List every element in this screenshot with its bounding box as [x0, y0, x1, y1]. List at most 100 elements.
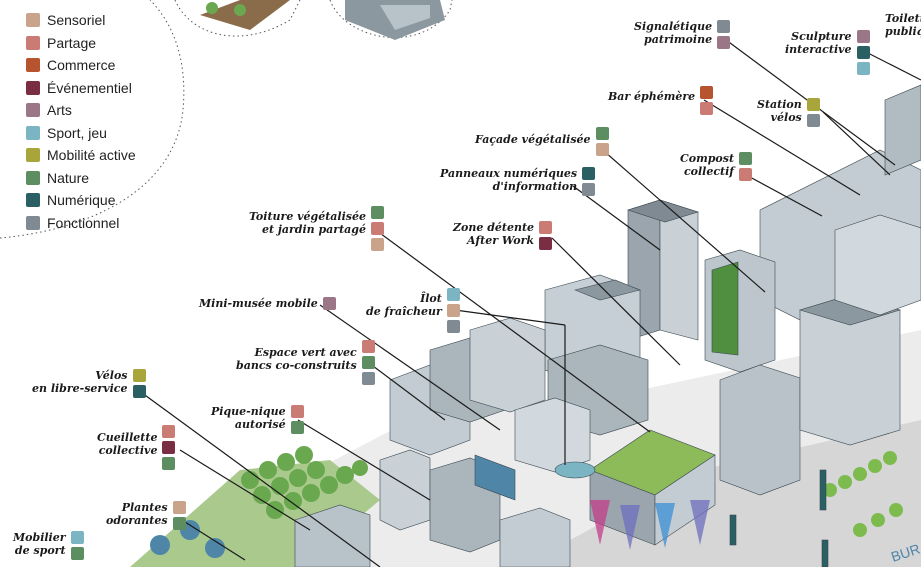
callout-swatch — [717, 20, 731, 33]
callout-swatch — [717, 36, 731, 49]
callout-label: Îlot — [420, 292, 442, 305]
callout-swatch — [361, 372, 375, 385]
callout-swatch — [370, 222, 384, 235]
callout-swatches — [582, 167, 596, 199]
callout-label: et jardin partagé — [261, 223, 366, 236]
callout-label: publiqu — [885, 25, 921, 38]
callout-swatch — [172, 501, 186, 514]
callout-label: interactive — [785, 43, 852, 56]
callout-label: odorantes — [106, 514, 168, 527]
callout-label: Cueillette — [97, 431, 158, 444]
legend-swatch — [26, 215, 40, 230]
trees-street-right — [823, 451, 903, 537]
legend-label: Événementiel — [47, 79, 132, 96]
callout-swatch — [856, 62, 870, 75]
legend-item: Nature — [26, 167, 136, 190]
callout-swatch — [539, 237, 553, 250]
callout-swatches — [172, 501, 186, 533]
callout-swatches — [322, 297, 336, 313]
legend-swatch — [26, 80, 40, 95]
callout-swatch — [162, 457, 176, 470]
leader-lines — [137, 36, 921, 567]
callout-label: autorisé — [234, 418, 286, 431]
callout-swatches — [132, 369, 146, 401]
callout-swatch — [595, 143, 609, 156]
legend-swatch — [26, 103, 40, 118]
callout-label: de fraîcheur — [366, 305, 442, 318]
callout-swatches — [717, 20, 731, 52]
vignette-bench — [200, 0, 290, 30]
legend-swatch — [26, 148, 40, 163]
callout-swatch — [806, 114, 820, 127]
vignette-circle-left — [174, 0, 301, 37]
callout-label: Toiture végétalisée — [249, 210, 366, 223]
callout-swatch — [856, 46, 870, 59]
legend-item: Partage — [26, 32, 136, 55]
callout-swatch — [806, 98, 820, 111]
callout-swatches — [595, 127, 609, 159]
legend-item: Numérique — [26, 189, 136, 212]
callout-swatch — [162, 441, 176, 454]
callout-label: vélos — [770, 111, 802, 124]
callout-swatch — [700, 86, 714, 99]
callout-label: bancs co-construits — [236, 359, 357, 372]
callout-label: Espace vert avec — [254, 346, 357, 359]
callout-label: Bar éphémère — [608, 90, 696, 103]
callout-swatch — [539, 221, 553, 234]
legend-label: Nature — [47, 169, 90, 186]
callout-swatch — [582, 183, 596, 196]
callout-swatch — [370, 206, 384, 219]
callout-label: Toilett — [885, 12, 921, 25]
callout-facade: Façade végétalisée — [475, 127, 609, 159]
legend-swatch — [26, 193, 40, 208]
callout-swatch — [70, 547, 84, 560]
legend-item: Mobilité active — [26, 144, 136, 167]
callout-swatches — [539, 221, 553, 253]
callout-swatches — [162, 425, 176, 473]
callout-label: en libre-service — [32, 382, 128, 395]
callout-swatches — [739, 152, 753, 184]
legend-circle — [0, 0, 185, 239]
light-beams — [590, 500, 710, 550]
callout-label: patrimoine — [644, 33, 713, 46]
callout-swatch — [446, 304, 460, 317]
callout-swatch — [361, 340, 375, 353]
legend-item: Sport, jeu — [26, 122, 136, 145]
callout-label: Façade végétalisée — [475, 133, 591, 146]
callout-swatch — [70, 531, 84, 544]
legend-label: Commerce — [47, 57, 116, 74]
legend-label: Mobilité active — [47, 147, 136, 164]
legend-swatch — [26, 58, 40, 73]
callout-label: Mobilier — [13, 531, 66, 544]
callout-swatch — [595, 127, 609, 140]
callout-bar: Bar éphémère — [608, 86, 714, 118]
callout-swatches — [361, 340, 375, 388]
callout-minimusee: Mini-musée mobile — [199, 297, 336, 313]
callout-swatch — [290, 405, 304, 418]
callout-label: collective — [98, 444, 158, 457]
callout-label: Vélos — [95, 369, 128, 382]
callout-label: Sculpture — [791, 30, 852, 43]
callout-swatch — [322, 297, 336, 310]
legend-label: Sensoriel — [47, 12, 106, 29]
legend-item: Fonctionnel — [26, 212, 136, 235]
tree-orchard — [241, 446, 368, 519]
callout-swatch — [582, 167, 596, 180]
callout-label: d'information — [492, 180, 578, 193]
callout-swatch — [361, 356, 375, 369]
callout-swatches — [806, 98, 820, 130]
callout-swatch — [172, 517, 186, 530]
